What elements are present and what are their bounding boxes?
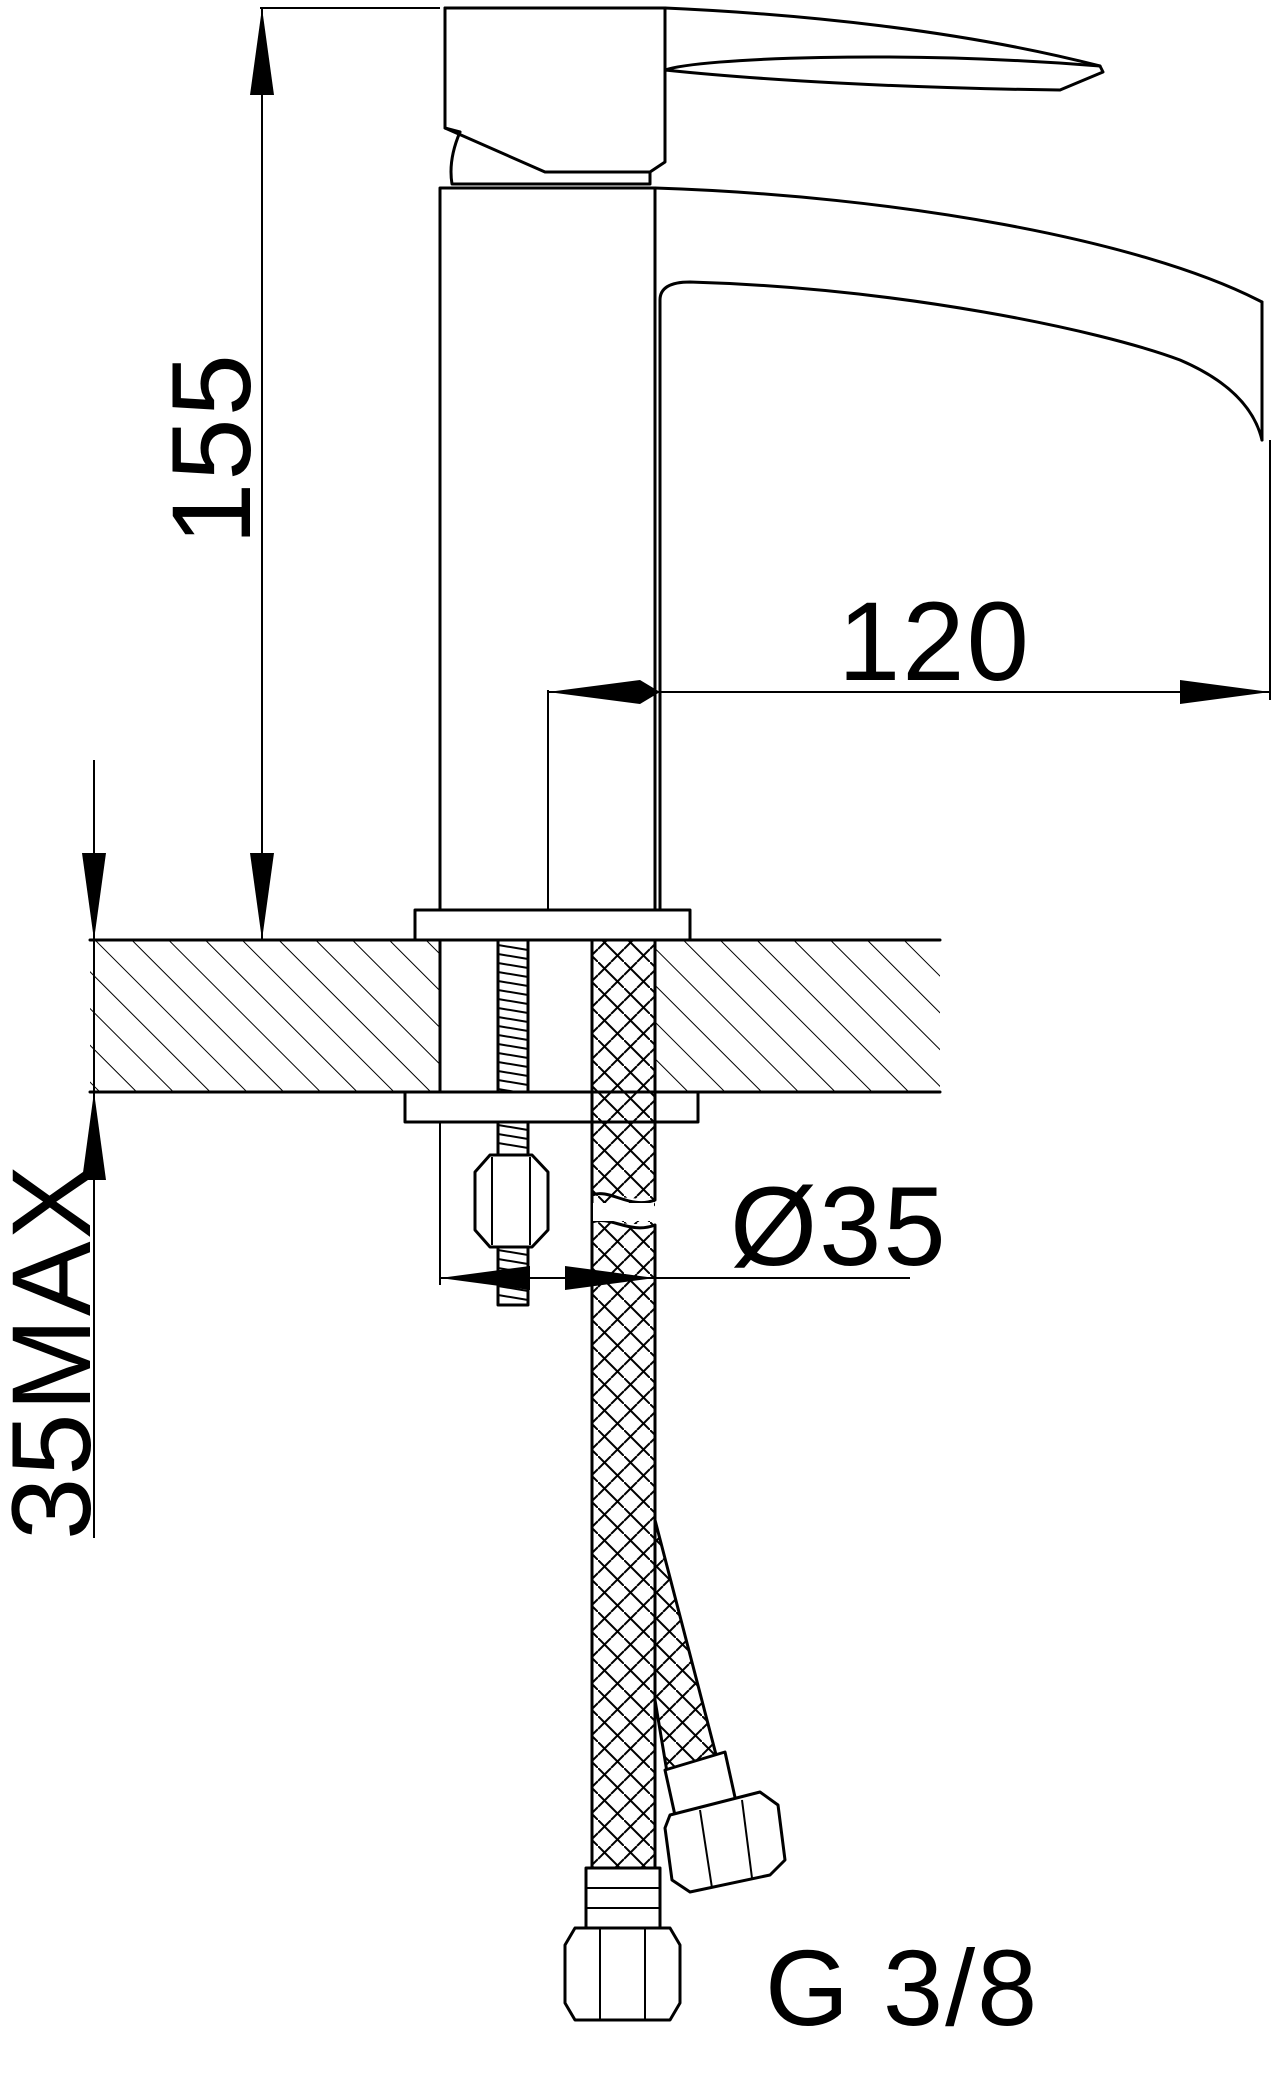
stud-thread — [497, 989, 529, 996]
stud-thread — [497, 1070, 529, 1077]
height-label: 155 — [149, 352, 274, 545]
stud-thread — [497, 962, 529, 969]
stud-thread — [497, 1124, 529, 1131]
reach-dimension: 120 — [547, 440, 1271, 910]
stud-thread — [497, 1258, 529, 1265]
stud-thread — [497, 998, 529, 1005]
supply-hose-main — [563, 938, 682, 2022]
stud-thread — [497, 1052, 529, 1059]
stud-thread — [497, 1294, 529, 1301]
stud-thread — [497, 1025, 529, 1032]
stud-thread — [497, 1079, 529, 1086]
faucet-body — [413, 186, 1264, 942]
stud-thread — [497, 971, 529, 978]
stud-thread — [497, 1016, 529, 1023]
height-dimension: 155 — [149, 7, 440, 940]
stud-thread — [497, 980, 529, 987]
stud-thread — [497, 1142, 529, 1149]
thickness-label: 35MAX — [0, 1163, 114, 1540]
stud-thread — [497, 1043, 529, 1050]
thread-label: G 3/8 — [765, 1927, 1039, 2048]
stud-thread — [497, 1285, 529, 1292]
thickness-dimension: 35MAX — [0, 760, 114, 1540]
lever-handle — [443, 6, 1105, 186]
stud-thread — [497, 1061, 529, 1068]
stud-thread — [497, 1034, 529, 1041]
diameter-dimension: Ø35 — [439, 1122, 948, 1290]
stud-thread — [497, 953, 529, 960]
stud-thread — [497, 944, 529, 951]
supply-hose-secondary — [653, 1518, 787, 1894]
stud-thread — [497, 1249, 529, 1256]
diameter-label: Ø35 — [730, 1164, 948, 1289]
stud-thread — [497, 1007, 529, 1014]
reach-label: 120 — [838, 579, 1031, 704]
stud-thread — [497, 1133, 529, 1140]
